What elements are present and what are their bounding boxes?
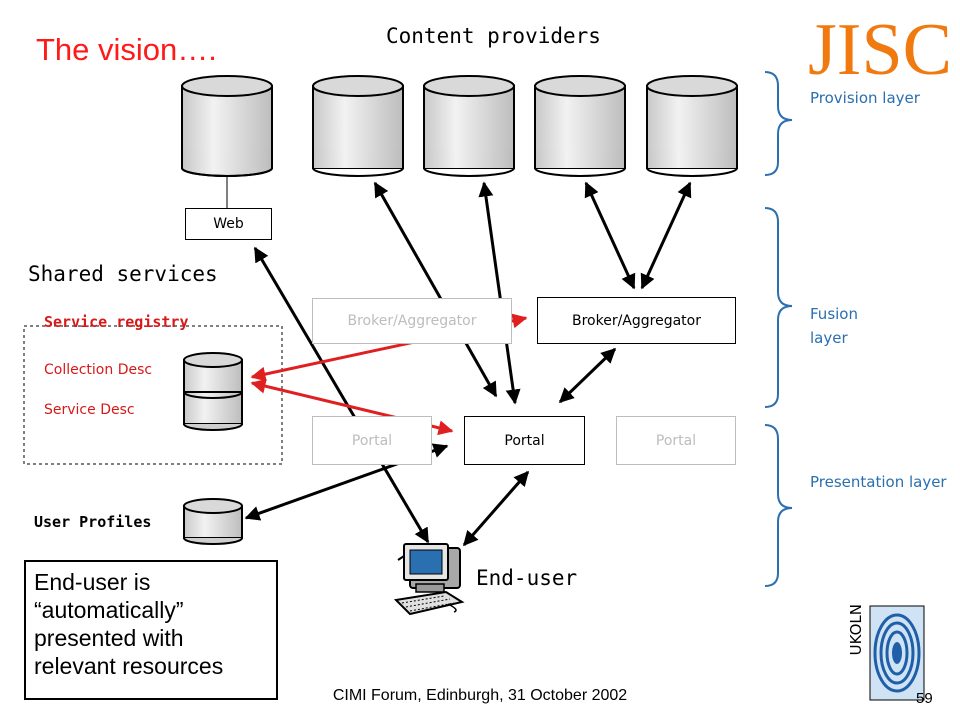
broker-aggregator: Broker/Aggregator [537,297,736,344]
jisc-logo-text: JISC [808,9,952,90]
service-desc-label: Service Desc [44,402,135,418]
page-number: 59 [916,690,933,707]
ukoln-letters: UKOLN [846,604,866,660]
service-registry-box [23,325,283,465]
arrow-db3-portal [478,181,521,405]
portal-right-faded: Portal [616,416,736,465]
provision-brace [764,71,793,176]
ukoln-letters-text: UKOLN [846,604,865,656]
arrow-portal-enduser [462,470,530,547]
presentation-brace [764,424,793,587]
collection-desc-label: Collection Desc [44,362,153,378]
broker-aggregator-faded: Broker/Aggregator [312,298,512,344]
arrow-broker-portal [558,347,617,404]
provision-layer-label: Provision layer [810,89,920,107]
jisc-logo: JISC [806,4,956,91]
user-profiles-database [183,498,243,545]
arrow-db4-broker [584,181,636,290]
fusion-layer-label: Fusion layer [810,305,858,347]
database-cylinder-1 [181,75,273,177]
registry-database [183,352,243,431]
portal-left-faded: Portal [312,416,432,465]
slide-title: The vision…. [36,32,217,67]
ukoln-logo [869,605,925,701]
arrow-db5-broker [640,181,692,290]
database-cylinder-4 [534,75,626,177]
shared-services-heading: Shared services [28,262,218,286]
arrow-db2-portal [373,181,498,398]
arrow-web-enduser [253,246,430,544]
database-cylinder-5 [646,75,738,177]
service-registry-label: Service registry [44,313,189,331]
computer-user-icon [393,543,465,616]
content-providers-heading: Content providers [386,24,601,48]
end-user-label: End-user [476,566,578,590]
database-cylinder-3 [423,75,515,177]
vision-note: End-user is “automatically” presented wi… [24,560,278,700]
user-profiles-label: User Profiles [34,513,152,531]
web-box: Web [185,208,272,240]
presentation-layer-label: Presentation layer [810,473,947,491]
portal-center: Portal [464,416,585,465]
fusion-brace [764,207,793,408]
database-cylinder-2 [312,75,404,177]
slide-footer: CIMI Forum, Edinburgh, 31 October 2002 [332,687,628,704]
